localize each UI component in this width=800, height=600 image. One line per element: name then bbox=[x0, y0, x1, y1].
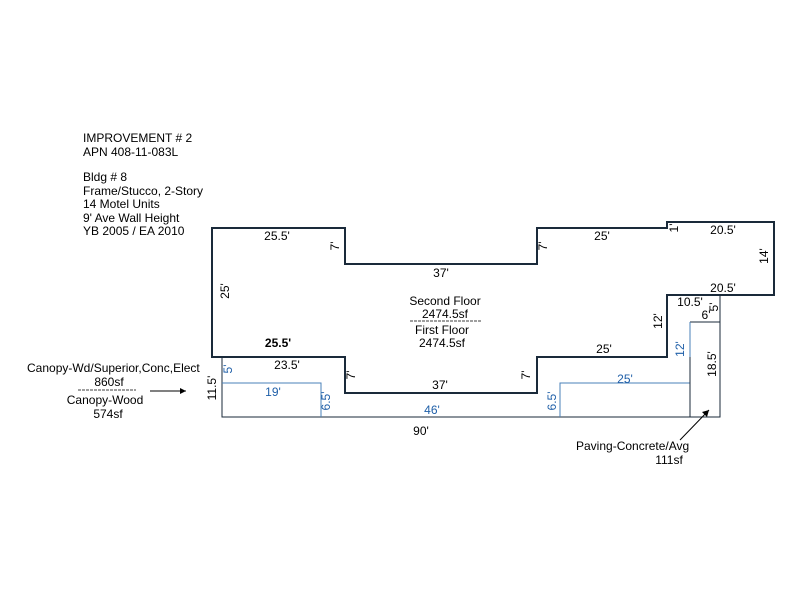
dim-canopy-left-small: 5' bbox=[221, 365, 235, 374]
dim-upper-right-top: 25' bbox=[594, 229, 610, 243]
paving-arrow-line bbox=[679, 409, 710, 441]
canopy-wood-area: 574sf bbox=[93, 407, 123, 421]
dim-lower-right-top: 25' bbox=[596, 342, 612, 356]
paving-label: Paving-Concrete/Avg bbox=[576, 439, 689, 453]
construction-label: Frame/Stucco, 2-Story bbox=[83, 184, 203, 198]
dim-canopy-inner-left-vert: 6.5' bbox=[319, 392, 333, 411]
dim-canopy-right-vert: 12' bbox=[673, 341, 687, 357]
dim-lower-mid: 37' bbox=[432, 378, 448, 392]
dim-canopy-top-left: 23.5' bbox=[274, 358, 300, 372]
building-outline bbox=[211, 221, 775, 394]
dim-upper-left-top: 25.5' bbox=[264, 229, 290, 243]
dim-lower-left-top: 25.5' bbox=[265, 336, 291, 350]
dim-paving-height: 18.5' bbox=[705, 351, 719, 377]
dim-left-side: 25' bbox=[218, 283, 232, 299]
second-floor-area: 2474.5sf bbox=[422, 307, 469, 321]
canopy-wood-label: Canopy-Wood bbox=[67, 393, 144, 407]
dim-lower-right-notch: 7' bbox=[519, 371, 533, 380]
canopy-label: Canopy-Wd/Superior,Conc,Elect bbox=[27, 361, 200, 375]
apn-label: APN 408-11-083L bbox=[83, 145, 179, 159]
second-floor-label: Second Floor bbox=[409, 294, 480, 308]
dim-canopy-left-side: 11.5' bbox=[205, 376, 219, 401]
first-floor-area: 2474.5sf bbox=[419, 336, 466, 350]
improvement-label: IMPROVEMENT # 2 bbox=[83, 131, 192, 145]
dim-right-step-vert: 12' bbox=[651, 313, 665, 329]
canopy-area: 860sf bbox=[94, 375, 124, 389]
first-floor-label: First Floor bbox=[415, 323, 469, 337]
dim-step-small: 1' bbox=[667, 224, 681, 233]
dim-canopy-inner-left: 19' bbox=[265, 385, 281, 399]
year-built-label: YB 2005 / EA 2010 bbox=[83, 224, 185, 238]
units-label: 14 Motel Units bbox=[83, 197, 160, 211]
canopy-outline bbox=[221, 295, 721, 418]
dim-canopy-inner-mid: 46' bbox=[424, 403, 440, 417]
dim-lower-left-notch: 7' bbox=[344, 371, 358, 380]
dim-upper-far-right: 20.5' bbox=[710, 223, 736, 237]
dim-paving-small: 5' bbox=[707, 303, 721, 312]
bldg-label: Bldg # 8 bbox=[83, 170, 127, 184]
dim-paving-width: 6' bbox=[702, 308, 711, 322]
paving-arrow-head bbox=[702, 410, 709, 417]
paving-area: 111sf bbox=[655, 453, 683, 467]
dim-canopy-inner-right-vert: 6.5' bbox=[545, 392, 559, 411]
dim-upper-right-notch: 7' bbox=[536, 242, 550, 251]
dim-upper-mid: 37' bbox=[433, 266, 449, 280]
wall-height-label: 9' Ave Wall Height bbox=[83, 211, 180, 225]
dim-upper-left-notch: 7' bbox=[328, 242, 342, 251]
dim-bottom-total: 90' bbox=[413, 424, 429, 438]
property-info: IMPROVEMENT # 2 APN 408-11-083L Bldg # 8… bbox=[83, 131, 203, 238]
dim-right-side: 14' bbox=[757, 248, 771, 264]
dim-canopy-inner-right: 25' bbox=[617, 372, 633, 386]
canopy-arrow-head bbox=[180, 388, 186, 394]
dim-right-step-top: 20.5' bbox=[710, 281, 736, 295]
dim-right-step-inner: 10.5' bbox=[677, 295, 703, 309]
